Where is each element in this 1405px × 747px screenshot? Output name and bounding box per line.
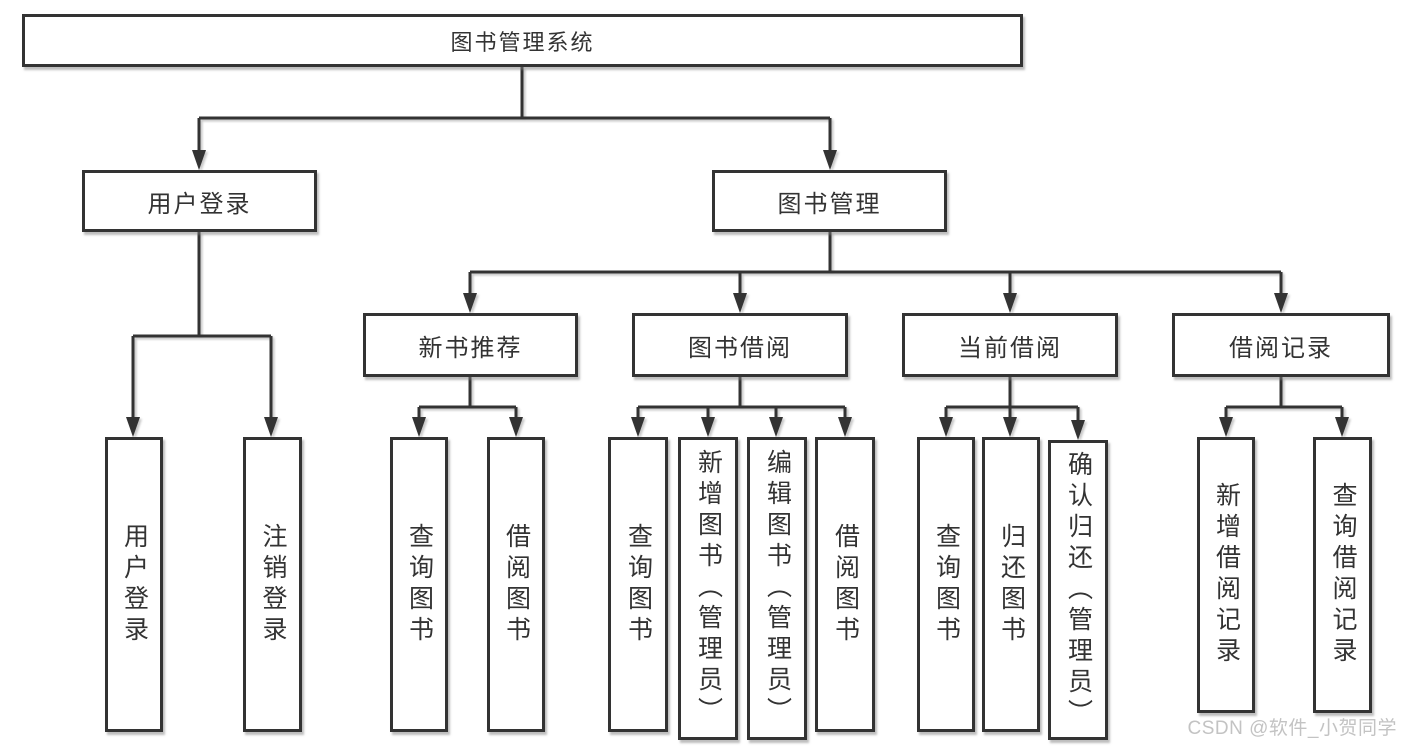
node-label: 编辑图书（管理员） [763,449,792,728]
arrowhead-icon [412,417,426,437]
arrowhead-icon [1335,417,1349,437]
arrowhead-icon [939,417,953,437]
arrowhead-icon [1274,293,1288,313]
arrowhead-icon [1003,417,1017,437]
leaf-newbook-borrow-books: 借阅图书 [487,437,545,732]
leaf-newbook-query-books: 查询图书 [390,437,448,732]
connector-user-login [131,232,273,422]
node-label: 借阅图书 [502,522,531,647]
connector-current-borrowing [944,377,1080,424]
leaf-borrowing-edit-books-admin: 编辑图书（管理员） [747,437,807,740]
connector-root [197,67,832,154]
leaf-borrowing-borrow-books: 借阅图书 [815,437,875,732]
node-label: 用户登录 [147,190,252,218]
arrowhead-icon [769,417,783,437]
leaf-current-query-books: 查询图书 [917,437,975,732]
arrowhead-icon [509,417,523,437]
node-label: 借阅记录 [1229,334,1333,362]
node-label: 新增借阅记录 [1212,482,1241,668]
node-label: 查询图书 [624,522,653,647]
node-book-borrowing: 图书借阅 [632,313,848,377]
node-label: 新书推荐 [418,334,523,362]
node-label: 新增图书（管理员） [694,449,723,728]
node-borrow-records: 借阅记录 [1172,313,1390,377]
node-label: 查询图书 [932,522,961,647]
leaf-records-add-record: 新增借阅记录 [1197,437,1255,713]
arrowhead-icon [838,417,852,437]
arrowhead-icon [463,293,477,313]
node-label: 图书管理系统 [450,29,595,55]
node-new-book-recommend: 新书推荐 [363,313,578,377]
node-label: 查询借阅记录 [1329,482,1357,668]
node-root-system: 图书管理系统 [22,14,1023,67]
node-label: 确认归还（管理员） [1064,450,1093,730]
arrowhead-icon [631,417,645,437]
arrowhead-icon [1071,420,1085,440]
connector-borrow-records [1224,377,1344,422]
leaf-borrowing-add-books-admin: 新增图书（管理员） [678,437,738,740]
node-label: 图书借阅 [688,334,792,362]
arrowhead-icon [126,417,140,437]
node-user-login: 用户登录 [82,170,317,232]
leaf-borrowing-query-books: 查询图书 [608,437,668,732]
node-label: 注销登录 [259,522,287,647]
node-label: 图书管理 [777,190,882,218]
node-label: 查询图书 [405,522,434,647]
arrowhead-icon [1003,293,1017,313]
node-label: 归还图书 [997,522,1026,647]
arrowhead-icon [701,417,715,437]
connector-book-management [468,232,1283,298]
arrowhead-icon [192,150,206,170]
node-label: 借阅图书 [831,522,860,647]
connector-new-book-recommend [417,377,518,422]
leaf-user-login: 用户登录 [105,437,163,732]
leaf-records-query-record: 查询借阅记录 [1313,437,1372,713]
node-current-borrowing: 当前借阅 [902,313,1118,377]
arrowhead-icon [733,293,747,313]
node-book-management: 图书管理 [712,170,947,232]
leaf-logout: 注销登录 [243,437,302,732]
csdn-watermark: CSDN @软件_小贺同学 [1187,718,1397,739]
connector-book-borrowing [636,377,847,422]
arrowhead-icon [1219,417,1233,437]
leaf-current-confirm-return-admin: 确认归还（管理员） [1048,440,1108,740]
arrowhead-icon [823,150,837,170]
node-label: 用户登录 [120,522,149,647]
arrowhead-icon [264,417,278,437]
leaf-current-return-books: 归还图书 [982,437,1040,732]
node-label: 当前借阅 [958,334,1062,362]
